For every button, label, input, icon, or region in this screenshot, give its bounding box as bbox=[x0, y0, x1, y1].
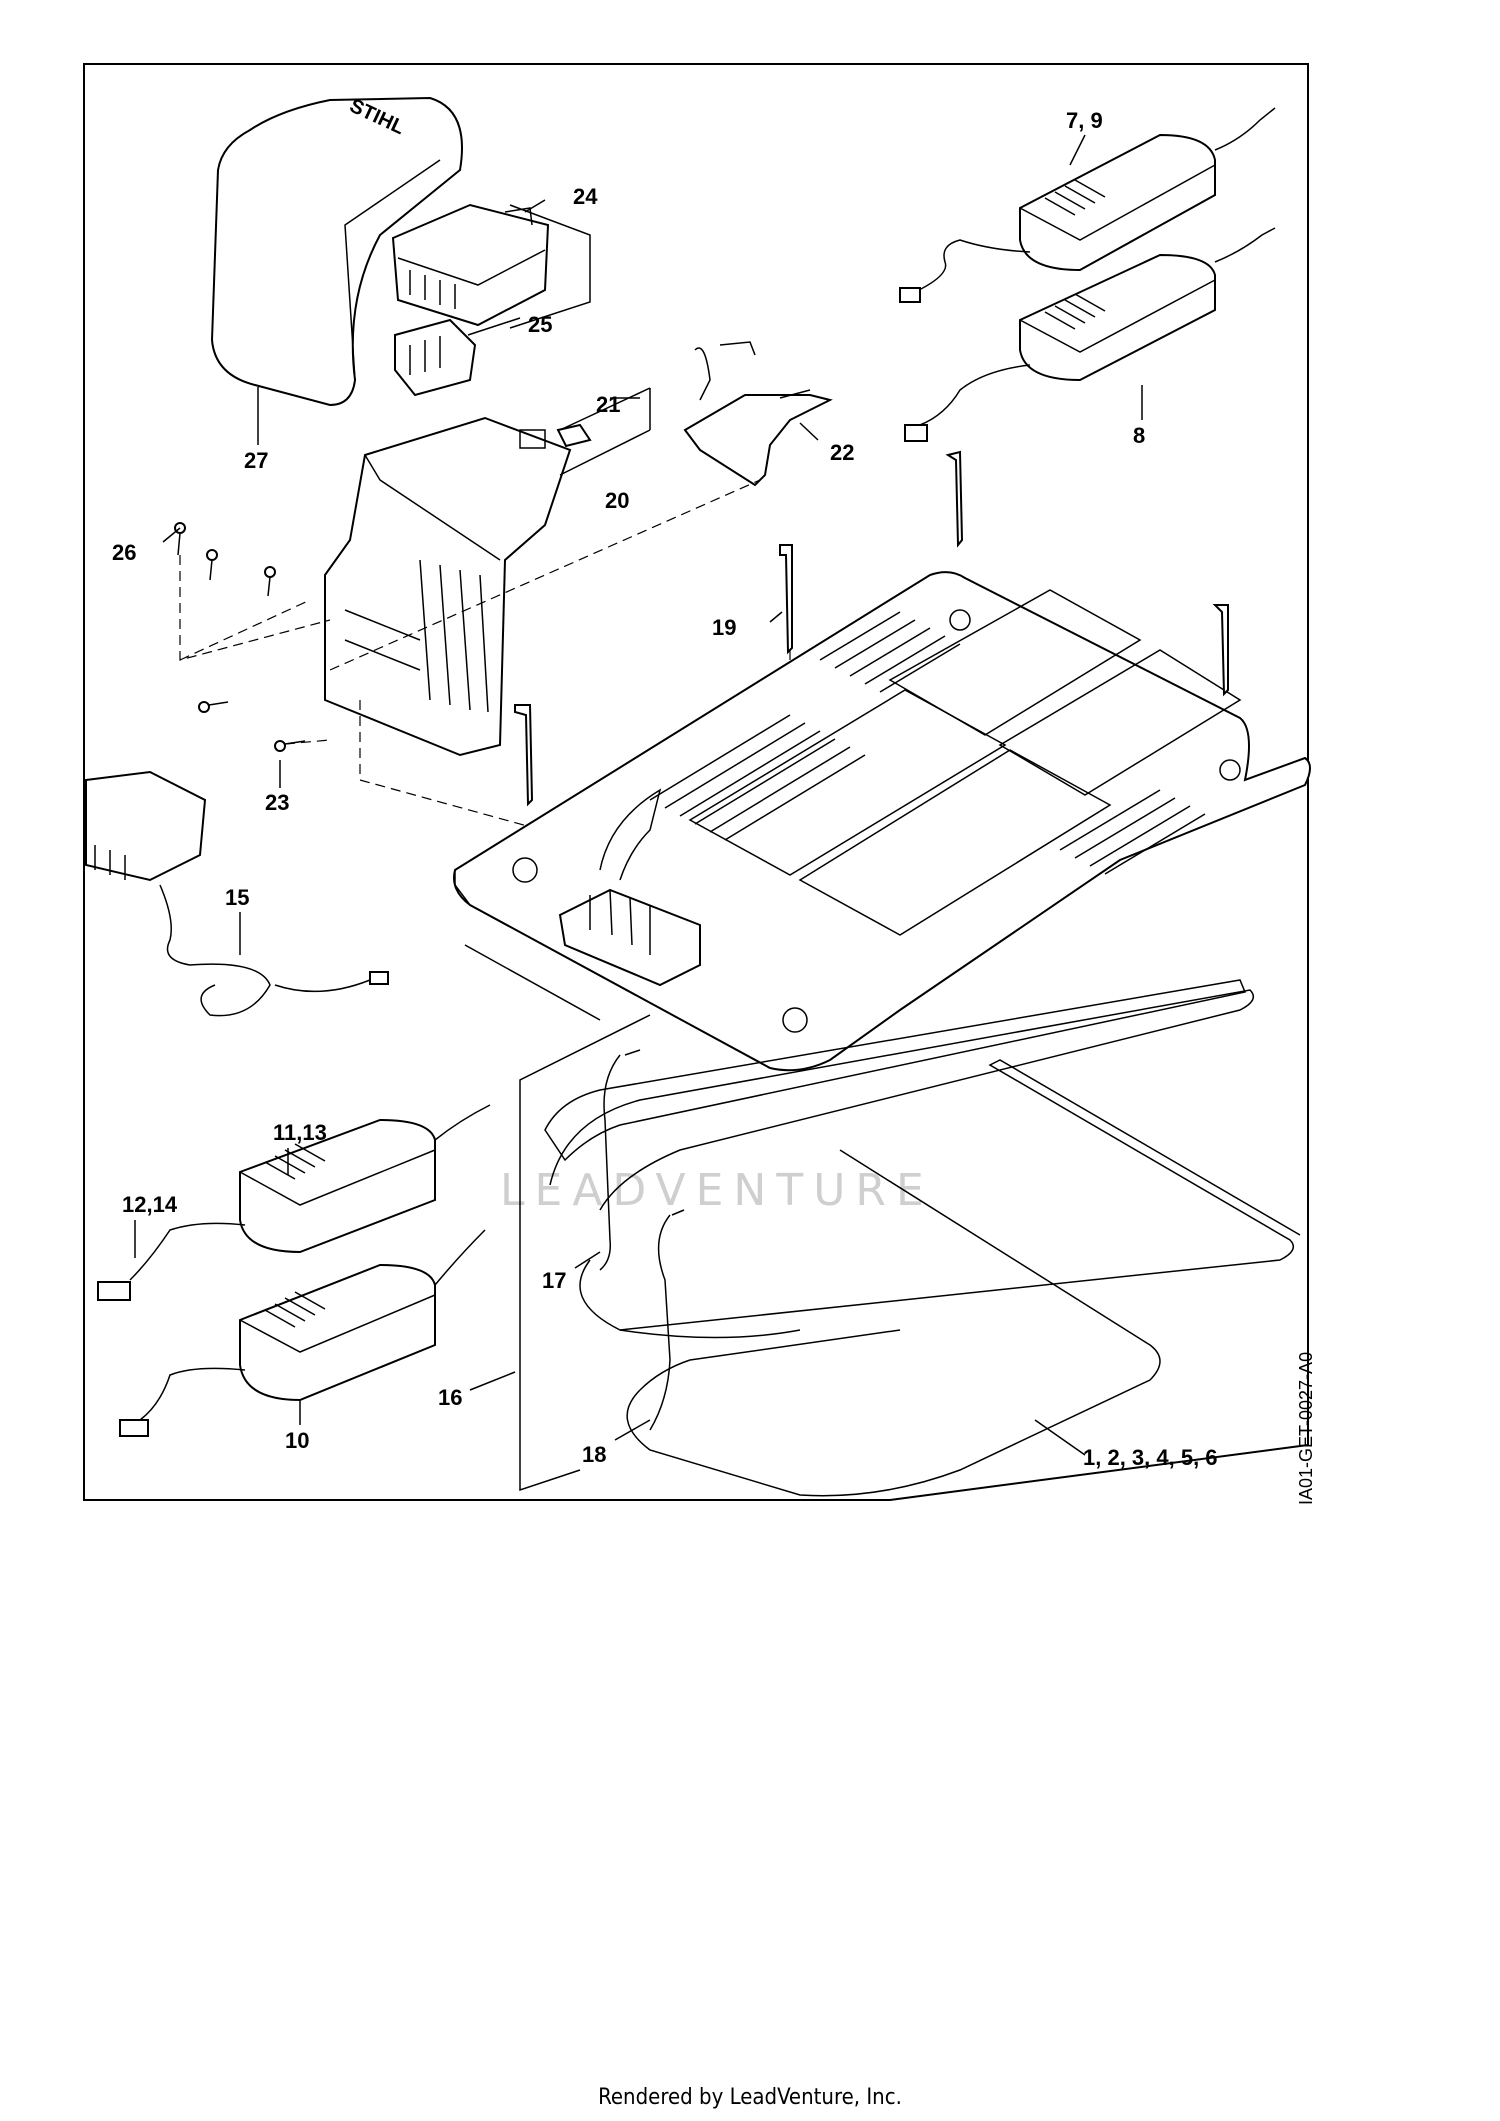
callout-23: 23 bbox=[265, 790, 289, 815]
callout-16: 16 bbox=[438, 1385, 462, 1410]
bracket-16 bbox=[519, 1014, 651, 1492]
callout-22: 22 bbox=[830, 440, 854, 465]
callout-20: 20 bbox=[605, 488, 629, 513]
bracket-24-25 bbox=[509, 204, 591, 329]
boundary-wire-loops bbox=[544, 979, 1301, 1497]
bracket-20 bbox=[559, 387, 651, 476]
leader-lines bbox=[134, 134, 1143, 1456]
screws-part-26 bbox=[174, 522, 276, 597]
connector-part-25 bbox=[394, 318, 477, 397]
power-supply-part-10 bbox=[119, 1229, 486, 1437]
callout-11-13: 11,13 bbox=[273, 1120, 327, 1145]
clip-part-21 bbox=[556, 423, 592, 448]
callout-15: 15 bbox=[225, 885, 249, 910]
callout-12-14: 12,14 bbox=[122, 1192, 178, 1217]
module-cable-part-15 bbox=[85, 770, 389, 1017]
callout-17: 17 bbox=[542, 1268, 566, 1293]
callout-21: 21 bbox=[596, 392, 620, 417]
base-plate bbox=[453, 571, 1311, 1072]
watermark-text: LEADVENTURE bbox=[500, 1165, 934, 1216]
drawing-code: IA01-GET-0027-A0 bbox=[1296, 1352, 1316, 1505]
power-supply-part-8 bbox=[904, 227, 1276, 442]
power-supply-part-7-9 bbox=[899, 107, 1276, 303]
callout-25: 25 bbox=[528, 312, 552, 337]
callout-27: 27 bbox=[244, 448, 268, 473]
power-supply-part-11-13 bbox=[97, 1104, 491, 1301]
callout-19: 19 bbox=[712, 615, 736, 640]
docking-housing-part-20 bbox=[324, 416, 572, 757]
callout-24: 24 bbox=[573, 184, 598, 209]
cable-part-18 bbox=[649, 1209, 685, 1431]
contact-plate-part-22 bbox=[683, 341, 833, 487]
callout-8: 8 bbox=[1133, 423, 1145, 448]
callout-10: 10 bbox=[285, 1428, 309, 1453]
footer-credit: Rendered by LeadVenture, Inc. bbox=[598, 2085, 902, 2110]
cable-part-17 bbox=[599, 1049, 641, 1271]
cover-part-27: STIHL bbox=[210, 95, 463, 407]
pegs-part-19 bbox=[514, 450, 1229, 807]
callout-18: 18 bbox=[582, 1442, 606, 1467]
diagram-frame bbox=[83, 63, 1309, 1501]
callout-7-9: 7, 9 bbox=[1066, 108, 1103, 133]
callout-26: 26 bbox=[112, 540, 136, 565]
callout-1-6: 1, 2, 3, 4, 5, 6 bbox=[1083, 1445, 1218, 1470]
module-part-24 bbox=[391, 203, 550, 327]
